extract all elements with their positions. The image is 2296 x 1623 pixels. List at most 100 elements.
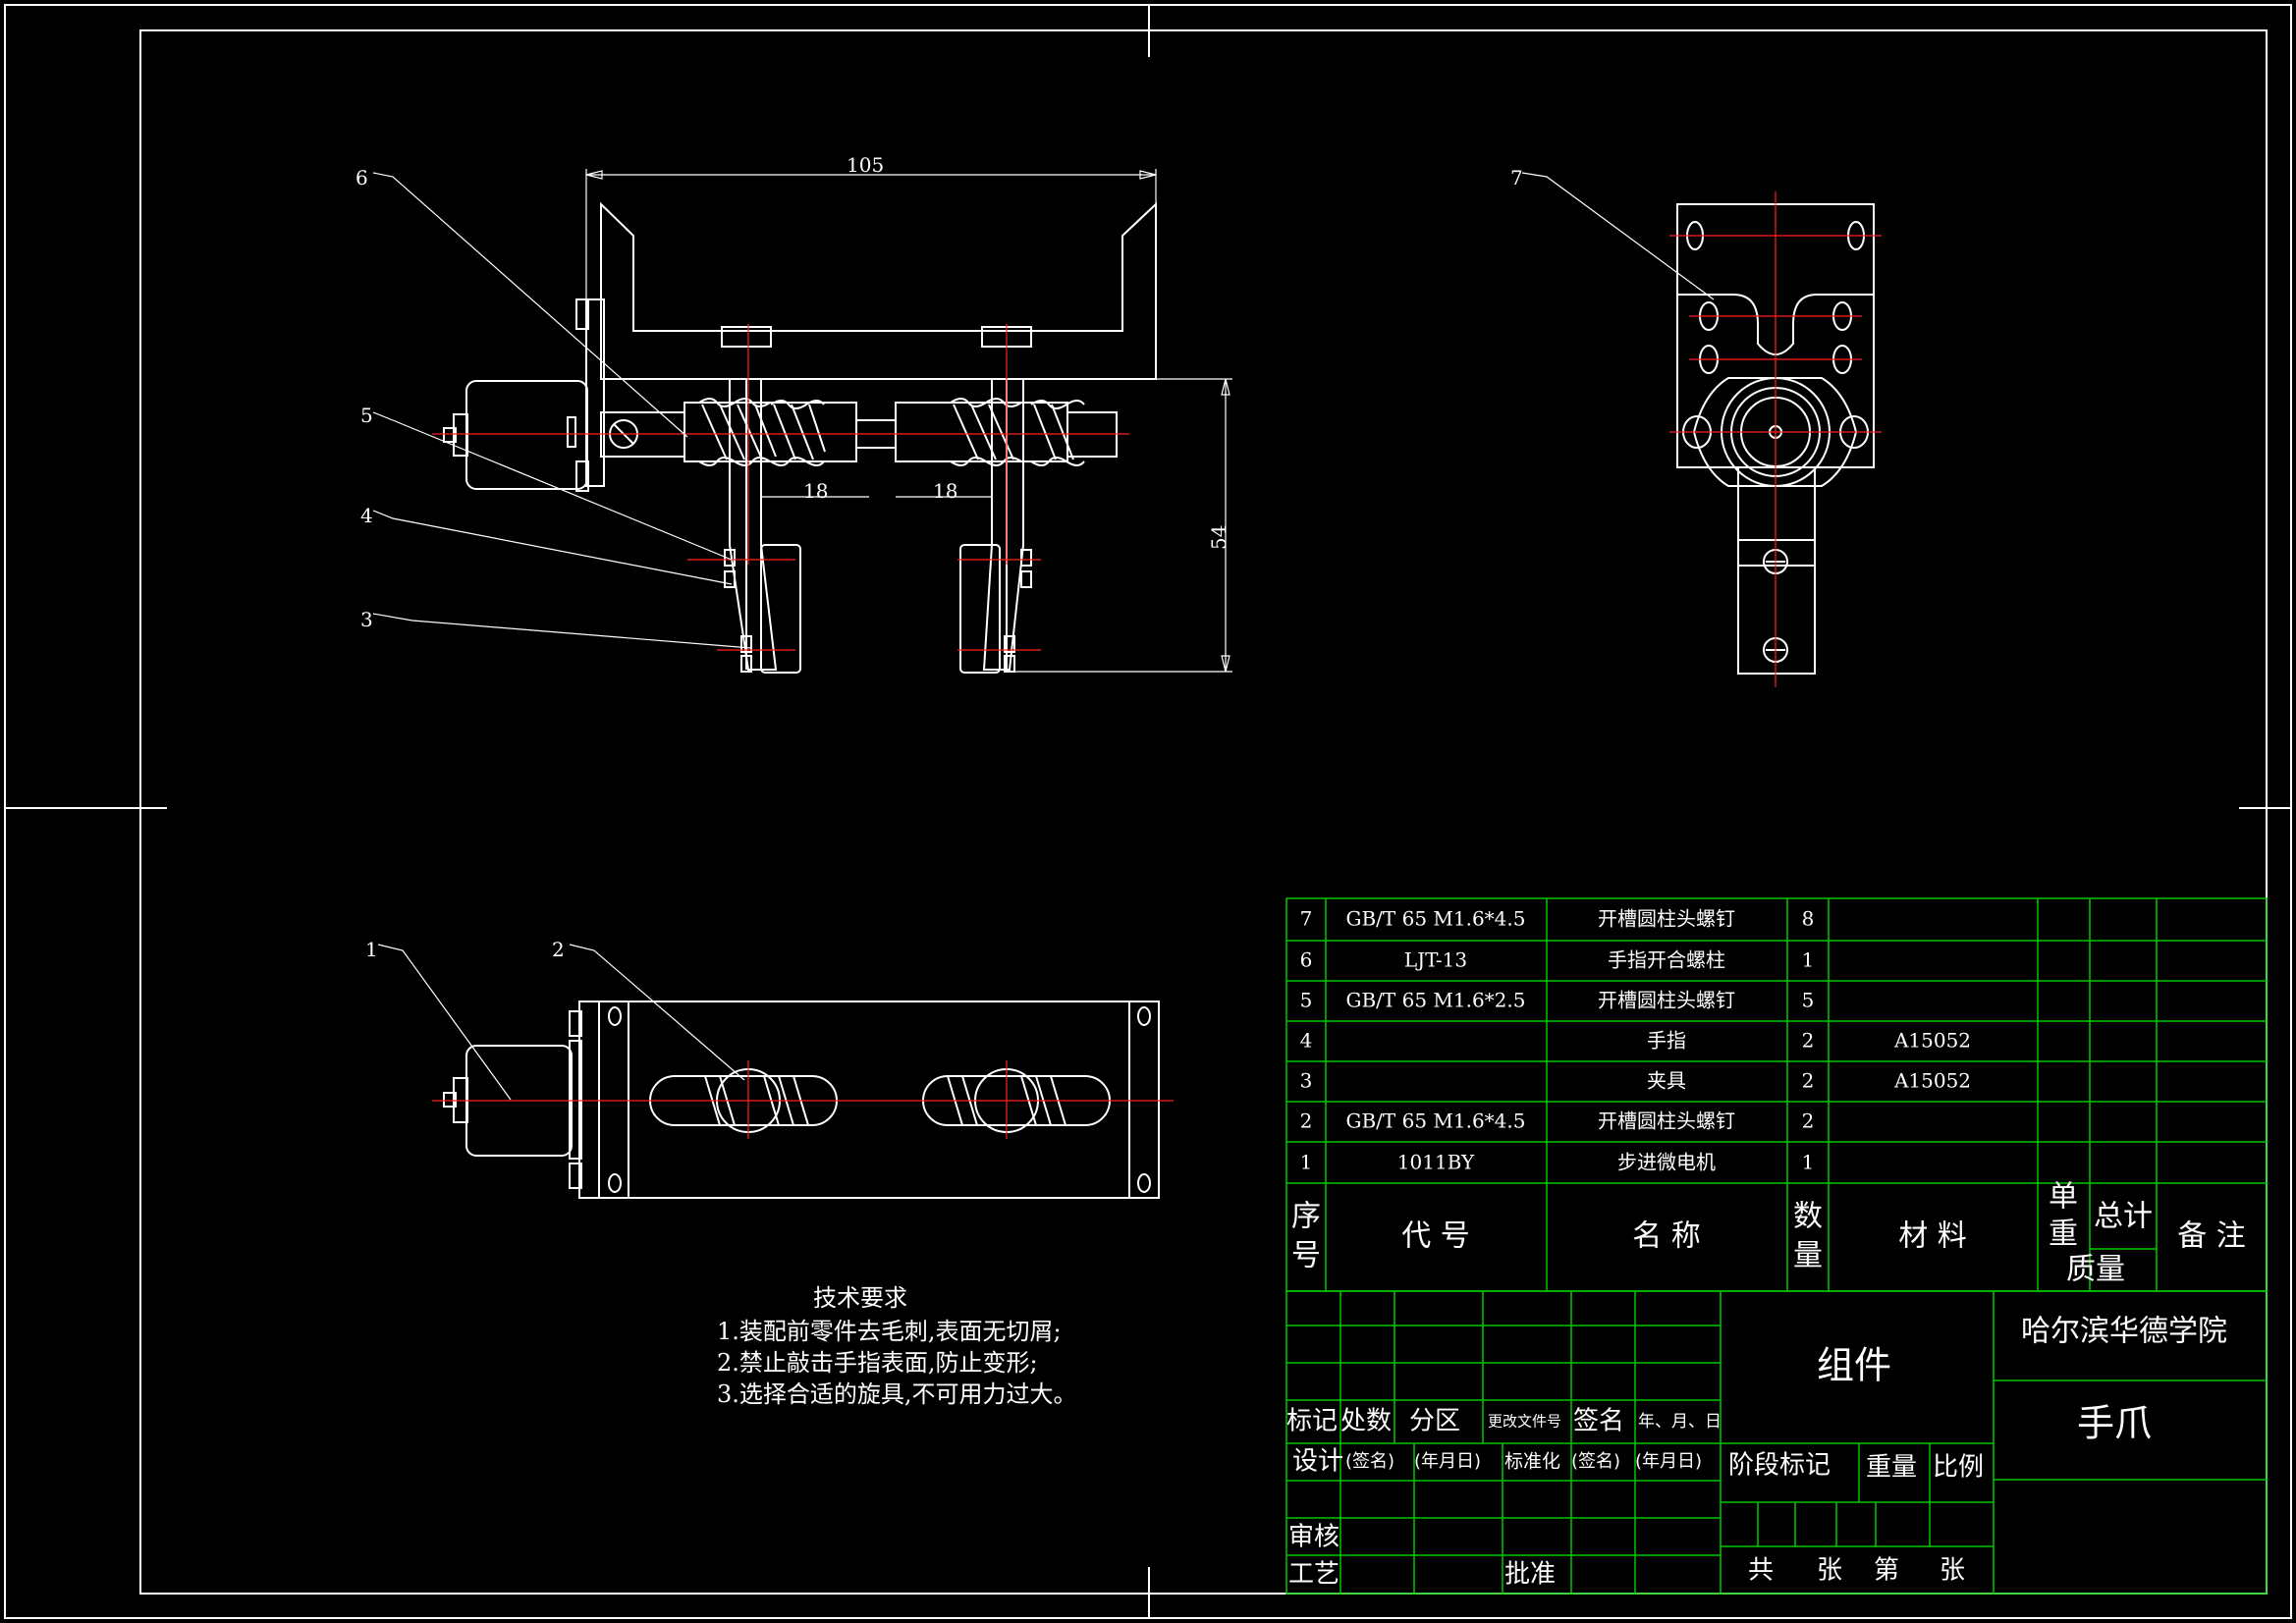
tb-date-paren2: (年月日)	[1635, 1451, 1702, 1472]
svg-text:1011BY: 1011BY	[1397, 1151, 1475, 1174]
svg-text:6: 6	[1300, 948, 1313, 972]
svg-text:数: 数	[1793, 1200, 1823, 1234]
tech-req-title: 技术要求	[813, 1284, 907, 1312]
svg-text:1: 1	[1802, 948, 1815, 972]
sheet-border	[4, 4, 2292, 1619]
svg-text:3: 3	[1300, 1069, 1313, 1093]
dim-gap-right: 18	[933, 479, 957, 503]
drawing-name: 手爪	[2077, 1402, 2152, 1445]
svg-text:A15052: A15052	[1893, 1029, 1971, 1053]
svg-text:7: 7	[1300, 907, 1313, 931]
tb-stage: 阶段标记	[1728, 1451, 1831, 1481]
leader-7: 7	[1510, 166, 1523, 189]
tb-scale: 比例	[1933, 1453, 1984, 1483]
tb-design: 设计	[1292, 1447, 1343, 1477]
finger-right	[959, 378, 1032, 674]
school-name: 哈尔滨华德学院	[2021, 1315, 2227, 1349]
tb-zone: 分区	[1409, 1407, 1460, 1436]
svg-text:手指: 手指	[1647, 1029, 1686, 1053]
tb-sheets-total: 共	[1748, 1556, 1774, 1586]
leader-1: 1	[365, 938, 378, 961]
spring-left	[698, 398, 826, 466]
tech-req-3: 3.选择合适的旋具,不可用力过大。	[717, 1380, 1077, 1408]
svg-text:GB/T 65 M1.6*4.5: GB/T 65 M1.6*4.5	[1345, 907, 1525, 931]
tb-review: 审核	[1288, 1523, 1339, 1552]
dim-gap-left: 18	[803, 479, 828, 503]
svg-text:LJT-13: LJT-13	[1404, 948, 1467, 972]
svg-text:材 料: 材 料	[1898, 1219, 1967, 1254]
svg-text:2: 2	[1802, 1069, 1815, 1093]
tb-sheets-no: 第	[1874, 1556, 1899, 1586]
dim-width: 105	[847, 153, 884, 177]
tb-sign-paren: (签名)	[1345, 1451, 1394, 1472]
svg-text:名 称: 名 称	[1632, 1219, 1701, 1254]
svg-text:夹具: 夹具	[1647, 1069, 1686, 1093]
svg-text:开槽圆柱头螺钉: 开槽圆柱头螺钉	[1598, 989, 1735, 1012]
leader-5: 5	[360, 404, 373, 427]
top-view	[432, 1001, 1174, 1199]
tech-req-2: 2.禁止敲击手指表面,防止变形;	[717, 1349, 1038, 1377]
tb-standard: 标准化	[1504, 1451, 1560, 1473]
svg-text:A15052: A15052	[1893, 1069, 1971, 1093]
title-block-grid	[1285, 1290, 2268, 1595]
dim-height: 54	[1207, 525, 1230, 550]
svg-text:开槽圆柱头螺钉: 开槽圆柱头螺钉	[1598, 907, 1735, 931]
svg-text:序: 序	[1291, 1200, 1321, 1234]
u-frame	[600, 201, 1157, 380]
stepper-motor-front	[443, 380, 588, 490]
bom-row-5: 5 GB/T 65 M1.6*2.5 开槽圆柱头螺钉 5	[1300, 989, 1815, 1012]
svg-text:量: 量	[1793, 1239, 1823, 1273]
tb-change-doc: 更改文件号	[1488, 1413, 1561, 1431]
bom-row-1: 1 1011BY 步进微电机 1	[1300, 1151, 1815, 1174]
tb-sign: 签名	[1573, 1407, 1624, 1436]
svg-text:1: 1	[1300, 1151, 1313, 1174]
svg-text:号: 号	[1291, 1239, 1321, 1273]
bom-table-grid	[1285, 897, 2268, 1292]
spring-right	[950, 398, 1085, 466]
leader-2: 2	[552, 938, 565, 961]
svg-text:5: 5	[1300, 989, 1313, 1012]
svg-text:总计: 总计	[2094, 1200, 2153, 1234]
tb-mark: 标记	[1286, 1407, 1338, 1436]
tb-count: 处数	[1340, 1407, 1392, 1436]
front-view	[432, 169, 1232, 674]
leader-6: 6	[355, 166, 368, 189]
bom-row-7: 7 GB/T 65 M1.6*4.5 开槽圆柱头螺钉 8	[1300, 907, 1815, 931]
tb-sign-paren2: (签名)	[1571, 1451, 1620, 1472]
svg-text:步进微电机: 步进微电机	[1617, 1151, 1716, 1174]
tb-sheets-unit2: 张	[1940, 1556, 1965, 1586]
leader-4: 4	[360, 504, 373, 527]
svg-text:5: 5	[1802, 989, 1815, 1012]
svg-text:1: 1	[1802, 1151, 1815, 1174]
tb-date-paren: (年月日)	[1414, 1451, 1481, 1472]
bom-header: 序 号 代 号 名 称 数 量 材 料 单 重 总计 质量 备 注	[1291, 1180, 2246, 1287]
svg-text:开槽圆柱头螺钉: 开槽圆柱头螺钉	[1598, 1109, 1735, 1133]
svg-text:单: 单	[2049, 1180, 2078, 1215]
svg-text:8: 8	[1802, 907, 1815, 931]
bom-row-3: 3 夹具 2 A15052	[1300, 1069, 1971, 1093]
svg-text:代 号: 代 号	[1401, 1219, 1470, 1254]
bom-row-6: 6 LJT-13 手指开合螺柱 1	[1300, 948, 1815, 972]
bom-row-2: 2 GB/T 65 M1.6*4.5 开槽圆柱头螺钉 2	[1300, 1109, 1815, 1133]
svg-text:2: 2	[1802, 1109, 1815, 1133]
tb-sheets-unit1: 张	[1817, 1556, 1842, 1586]
tb-date: 年、月、日	[1638, 1412, 1722, 1432]
finger-left	[724, 378, 801, 674]
svg-text:4: 4	[1300, 1029, 1313, 1053]
svg-text:质量: 质量	[2066, 1253, 2125, 1287]
svg-text:2: 2	[1300, 1109, 1313, 1133]
svg-text:GB/T 65 M1.6*4.5: GB/T 65 M1.6*4.5	[1345, 1109, 1525, 1133]
svg-text:重: 重	[2049, 1217, 2078, 1252]
leader-3: 3	[360, 608, 373, 631]
tb-weight: 重量	[1866, 1453, 1917, 1483]
leader-lines	[372, 172, 1715, 1101]
svg-text:2: 2	[1802, 1029, 1815, 1053]
assembly-label: 组件	[1817, 1344, 1891, 1387]
side-view	[1669, 191, 1882, 687]
svg-text:手指开合螺柱: 手指开合螺柱	[1608, 948, 1725, 972]
bom-row-4: 4 手指 2 A15052	[1300, 1029, 1971, 1053]
tb-process: 工艺	[1288, 1560, 1339, 1590]
tech-req-1: 1.装配前零件去毛刺,表面无切屑;	[717, 1318, 1062, 1345]
svg-text:GB/T 65 M1.6*2.5: GB/T 65 M1.6*2.5	[1345, 989, 1525, 1012]
